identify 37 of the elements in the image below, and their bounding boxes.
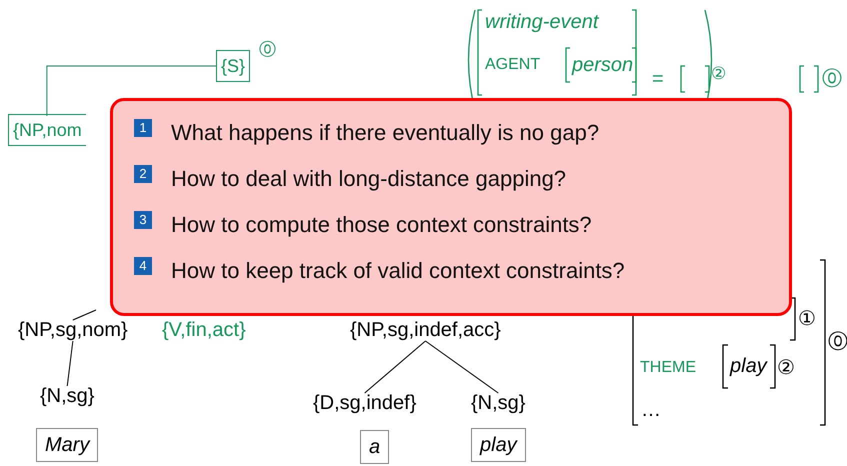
tag-number: ② xyxy=(711,63,726,85)
word-box: Mary xyxy=(36,428,98,462)
tag-number: ① xyxy=(798,307,816,331)
tag-number: ⓪ xyxy=(822,67,842,91)
category-label: {N,sg} xyxy=(40,384,94,408)
tree-branch xyxy=(46,66,216,116)
category-label: {NP,sg,nom} xyxy=(18,318,128,342)
category-label: {V,fin,act} xyxy=(162,318,246,342)
number-badge: 3 xyxy=(134,211,152,229)
tree-branch xyxy=(424,340,499,394)
category-label: {N,sg} xyxy=(471,391,526,415)
ellipsis-text: … xyxy=(641,398,661,422)
word-box: a xyxy=(360,430,390,464)
callout-panel xyxy=(110,98,792,316)
tag-number: ⓪ xyxy=(259,39,276,61)
category-label: {NP,sg,indef,acc} xyxy=(350,318,501,342)
question-text: What happens if there eventually is no gap? xyxy=(171,121,600,145)
feature-name: THEME xyxy=(640,358,696,378)
category-box: {S} xyxy=(216,50,250,82)
question-text: How to deal with long-distance gapping? xyxy=(171,167,566,191)
feature-value: person xyxy=(572,53,634,77)
feature-name: AGENT xyxy=(485,55,540,75)
question-text: How to keep track of valid context constraints? xyxy=(171,259,625,283)
equals-sign: = xyxy=(652,67,664,91)
number-badge: 1 xyxy=(134,119,152,137)
tag-number: ② xyxy=(777,356,795,380)
feature-value: writing-event xyxy=(485,10,598,34)
category-box: {NP,nom xyxy=(8,114,86,146)
word-box: play xyxy=(471,428,526,462)
number-badge: 4 xyxy=(134,257,152,275)
category-label: {D,sg,indef} xyxy=(313,391,416,415)
tree-branch xyxy=(72,310,96,320)
question-text: How to compute those context constraints? xyxy=(171,213,592,237)
tree-branch xyxy=(364,340,426,394)
tree-branch xyxy=(66,340,74,386)
number-badge: 2 xyxy=(134,165,152,183)
feature-value: play xyxy=(730,354,767,378)
